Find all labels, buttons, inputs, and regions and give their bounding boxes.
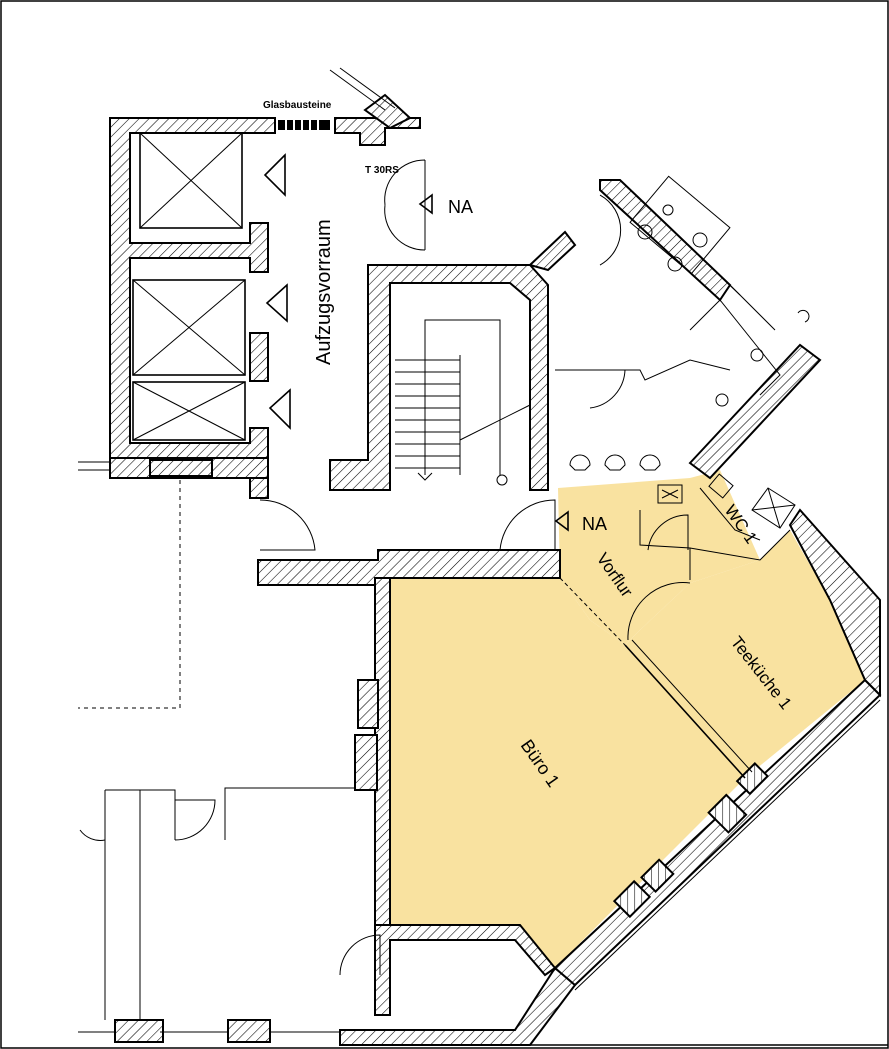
facade-right-wall — [788, 508, 881, 698]
facade-window-1 — [735, 762, 769, 796]
washbasin-icon — [692, 232, 708, 248]
teekueche-door[interactable] — [627, 582, 691, 641]
toilet-paper-icon — [797, 309, 810, 323]
bottom-pillar-1 — [114, 1019, 164, 1043]
toilet-door-2[interactable] — [589, 369, 626, 409]
wall-post — [149, 459, 213, 477]
vorflur-room-area[interactable] — [558, 470, 760, 645]
emergency-exit-arrow-icon-2 — [554, 510, 569, 532]
wall-post-left — [249, 477, 269, 499]
glass-block-label: Glasbausteine — [263, 100, 332, 111]
lobby-top-wall — [334, 117, 421, 146]
emergency-exit-label: NA — [448, 197, 473, 217]
doors — [79, 159, 691, 976]
urinal-icon — [604, 454, 626, 471]
washbasin-icon — [637, 224, 653, 240]
door-rating-label: T 30RS — [365, 165, 399, 176]
elevator-3 — [132, 381, 246, 441]
facade-window-3 — [612, 879, 652, 919]
wc-vent-icon — [751, 487, 796, 529]
pillar-2 — [354, 734, 378, 791]
sanitary-fixtures — [569, 175, 810, 529]
lobby-door-swing[interactable] — [384, 159, 426, 251]
lobby-lower-door[interactable] — [259, 499, 316, 551]
vorflur-entry-door[interactable] — [499, 499, 556, 551]
elevators — [132, 132, 291, 441]
staircase — [395, 319, 531, 486]
urinal-icon — [639, 454, 661, 471]
aufzugsvorraum-label: Aufzugsvorraum — [313, 219, 335, 365]
toilet-icon — [750, 348, 764, 362]
highlighted-unit — [390, 470, 865, 968]
elevator-arrow-icon — [263, 153, 286, 197]
bottom-wall — [374, 924, 557, 1016]
buero-room-area[interactable] — [390, 578, 745, 968]
toilet-icon — [715, 393, 729, 407]
wc-toilet-icon — [708, 473, 734, 499]
left-room-door[interactable] — [174, 799, 216, 841]
elevator-block-wall — [109, 117, 276, 479]
emergency-exit-label-vorflur: NA — [582, 514, 607, 534]
wc-diagonal-wall — [688, 343, 822, 480]
left-room-door-2[interactable] — [79, 829, 106, 841]
walls — [109, 93, 882, 1046]
emergency-exit-arrow-icon — [418, 193, 433, 215]
elevator-arrow-icon-2 — [265, 283, 288, 323]
bottom-pillar-2 — [227, 1019, 271, 1043]
elevator-1 — [139, 132, 243, 229]
wc-sink-icon — [657, 484, 683, 504]
vorflur-inner-door[interactable] — [647, 514, 689, 551]
interior-lines — [78, 67, 888, 1046]
toilet-door[interactable] — [599, 194, 622, 266]
facade-window-4 — [640, 858, 675, 893]
glass-block-strip — [278, 120, 330, 130]
teekueche-room-area[interactable] — [625, 530, 865, 778]
elevator-2 — [132, 279, 246, 376]
washbasin-icon — [662, 204, 674, 216]
washbasin-icon — [667, 256, 683, 272]
elevator-pillar — [249, 332, 269, 382]
elevator-arrow-icon-3 — [268, 388, 291, 430]
washbasin-counter — [629, 175, 731, 275]
stair-right-wall — [528, 230, 577, 272]
urinal-icon — [569, 454, 591, 471]
buero-bottom-door[interactable] — [339, 934, 381, 976]
stair-core-wall — [329, 264, 549, 491]
toilet-outer-wall — [599, 179, 732, 302]
pillar-1 — [357, 679, 379, 729]
facade-window-2 — [707, 793, 748, 834]
